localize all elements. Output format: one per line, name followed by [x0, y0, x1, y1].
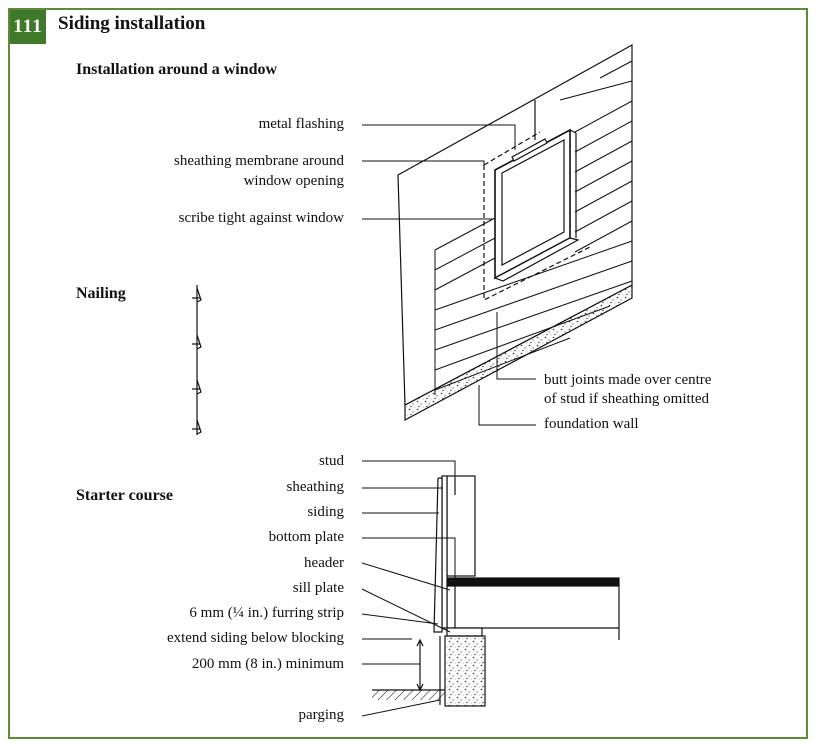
label-sheathing: sheathing: [286, 479, 345, 495]
section-number-badge: 111: [10, 10, 46, 44]
sill-plate: [446, 627, 483, 637]
leader-lines-window: [362, 124, 536, 426]
label-membrane-line2: window opening: [243, 173, 344, 189]
label-sill-plate: sill plate: [292, 580, 344, 596]
sheathing: [441, 475, 448, 629]
membrane-outline: [483, 165, 591, 301]
label-bottom-plate: bottom plate: [268, 529, 344, 545]
label-butt-line1: butt joints made over centre: [544, 372, 712, 388]
stud: [446, 475, 476, 577]
label-stud: stud: [318, 453, 344, 469]
label-membrane-line1: sheathing membrane around: [174, 153, 344, 169]
starter-section: [372, 475, 620, 707]
label-foundation-wall: foundation wall: [544, 416, 639, 432]
label-butt-line2: of stud if sheathing omitted: [544, 391, 709, 407]
metal-flashing: [511, 138, 548, 162]
floor-joist: [446, 577, 620, 587]
label-scribe: scribe tight against window: [178, 210, 344, 226]
siding-courses: [434, 60, 633, 395]
label-extend-siding: extend siding below blocking: [166, 630, 344, 646]
label-siding: siding: [307, 504, 344, 520]
label-parging: parging: [298, 707, 344, 723]
label-minimum: 200 mm (8 in.) minimum: [191, 656, 344, 672]
header: [446, 585, 456, 629]
section-frame: [8, 8, 808, 739]
foundation-block: [444, 635, 486, 707]
nailing-detail: [192, 285, 202, 435]
label-furring-strip: 6 mm (¼ in.) furring strip: [189, 605, 344, 621]
leader-lines-starter: [361, 460, 456, 717]
label-header: header: [304, 555, 344, 571]
heading-nailing: Nailing: [76, 285, 126, 302]
section-title: Siding installation: [58, 13, 206, 34]
wall-isometric: [397, 43, 633, 422]
heading-window: Installation around a window: [76, 61, 278, 78]
heading-starter: Starter course: [76, 487, 173, 504]
label-metal-flashing: metal flashing: [258, 116, 344, 132]
window-unit: [493, 128, 580, 282]
siding-profile: [433, 477, 443, 633]
